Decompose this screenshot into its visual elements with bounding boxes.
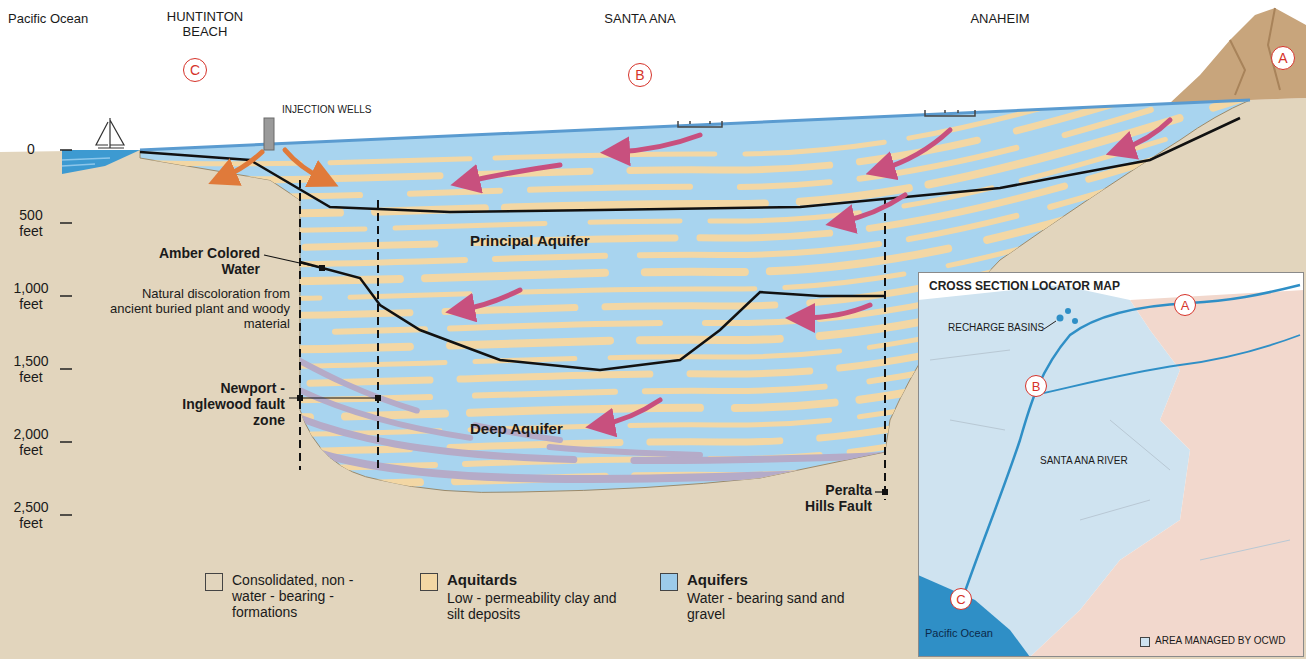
map-callout-circle: A [1174, 294, 1196, 316]
callout-note: Natural discoloration from ancient burie… [100, 287, 290, 332]
legend-text: Consolidated, non - water - bearing - fo… [232, 572, 382, 620]
legend-swatch [420, 573, 438, 591]
map-label: RECHARGE BASINS [948, 322, 1044, 334]
fault-label: Newport - Inglewood fault zone [150, 380, 285, 428]
depth-label: 500 feet [6, 207, 56, 239]
map-title: CROSS SECTION LOCATOR MAP [929, 279, 1120, 293]
legend-description: Water - bearing sand and gravel [687, 590, 857, 622]
aquifer-label: Principal Aquifer [470, 232, 589, 249]
map-label: SANTA ANA RIVER [1040, 455, 1128, 467]
legend-text: Aquitards [447, 571, 517, 588]
callout-letter: B [1032, 380, 1041, 393]
callout-circle: A [1271, 46, 1295, 70]
map-callout-circle: C [950, 588, 972, 610]
map-callout-circle: B [1025, 375, 1047, 397]
place-label: HUNTINTON BEACH [150, 10, 260, 40]
legend-swatch [660, 573, 678, 591]
fault-label: Peralta Hills Fault [797, 482, 872, 514]
place-label: SANTA ANA [580, 12, 700, 27]
callout-letter: C [190, 63, 200, 77]
depth-label: 0 [6, 141, 56, 157]
depth-label: 1,000 feet [6, 280, 56, 312]
callout-letter: A [1181, 299, 1190, 312]
legend-text: Aquifers [687, 571, 748, 588]
legend-swatch [1140, 637, 1150, 647]
callout-letter: C [956, 593, 965, 606]
legend-swatch [205, 573, 223, 591]
legend-text: AREA MANAGED BY OCWD [1155, 635, 1285, 647]
depth-label: 1,500 feet [6, 353, 56, 385]
callout-heading: Amber Colored Water [150, 245, 260, 277]
place-label: ANAHEIM [945, 12, 1055, 27]
legend-description: Low - permeability clay and silt deposit… [447, 590, 627, 622]
callout-letter: A [1278, 51, 1287, 65]
depth-label: 2,500 feet [6, 499, 56, 531]
well-label: INJECTION WELLS [282, 104, 371, 116]
depth-label: 2,000 feet [6, 426, 56, 458]
aquifer-label: Deep Aquifer [470, 420, 563, 437]
map-label: Pacific Ocean [925, 627, 993, 640]
place-label: Pacific Ocean [8, 12, 88, 27]
callout-circle: C [183, 58, 207, 82]
callout-letter: B [635, 68, 644, 82]
callout-circle: B [628, 63, 652, 87]
